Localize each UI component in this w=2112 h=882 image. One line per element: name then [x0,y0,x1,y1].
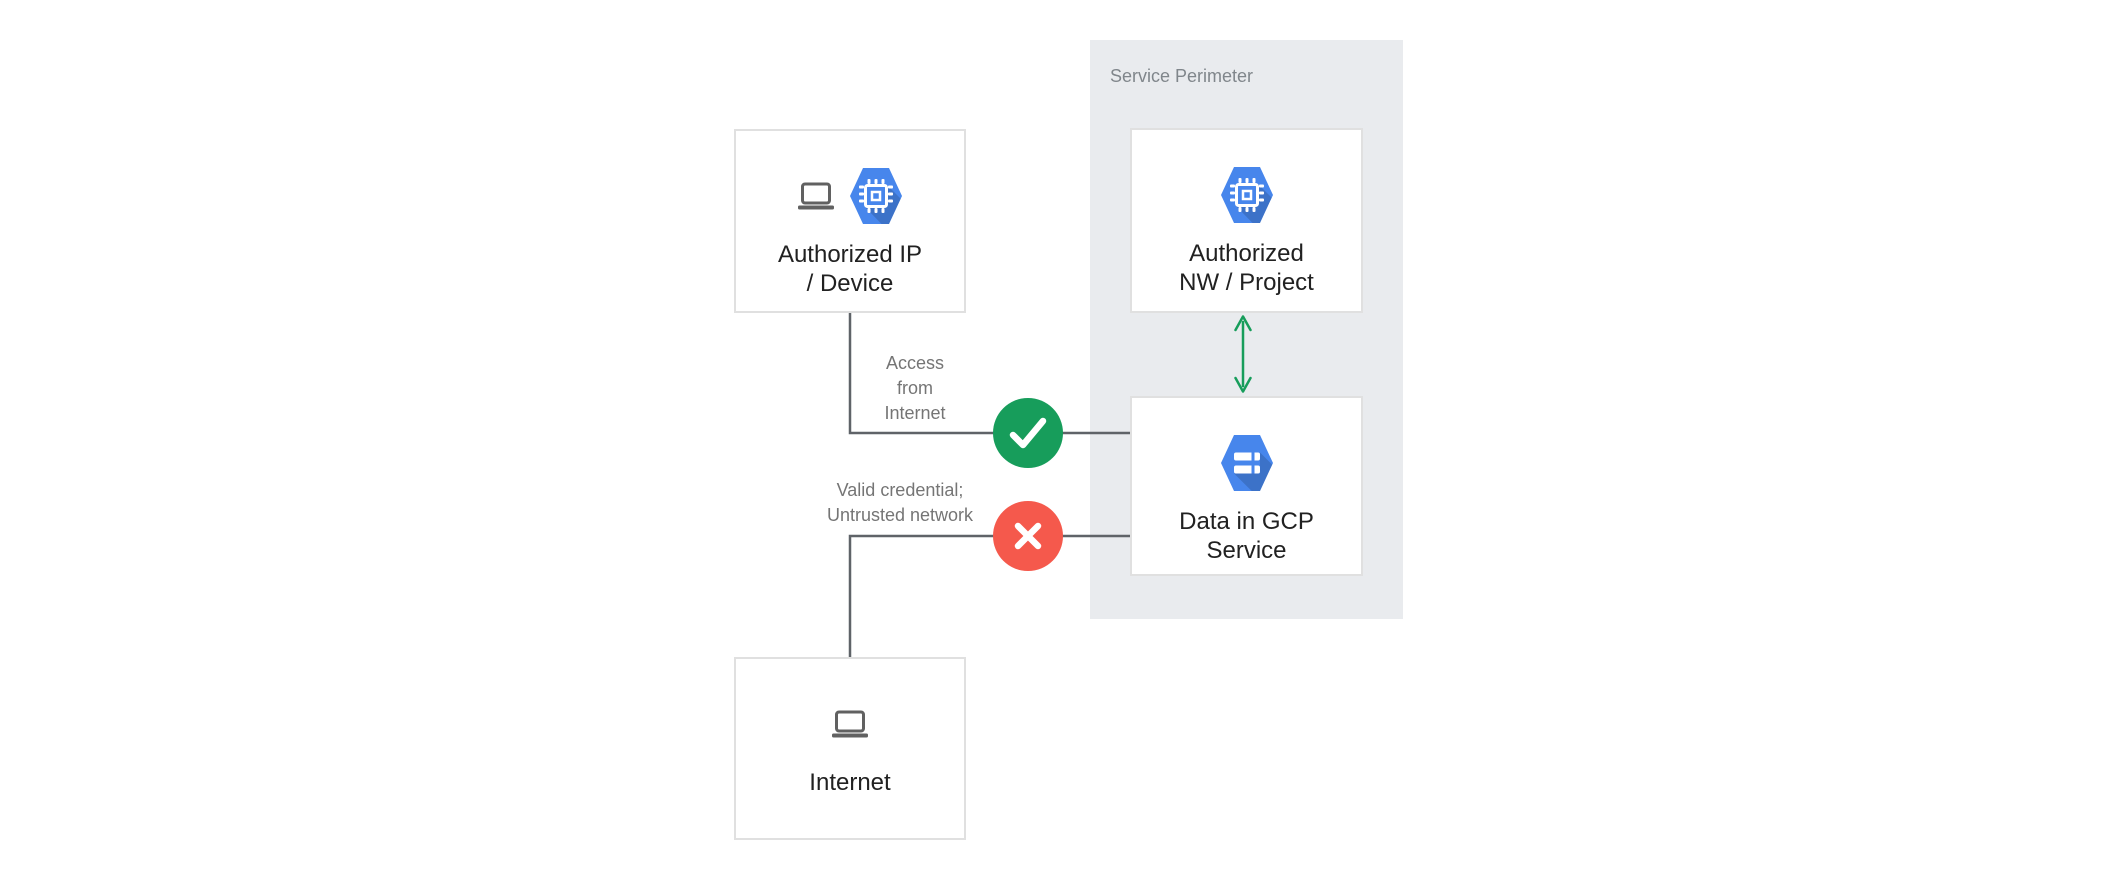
laptop-icon [832,710,868,738]
node-internet: Internet [734,657,966,840]
node-icons [798,168,902,224]
node-icons [832,696,868,752]
cloud-storage-hexagon-icon [1220,435,1273,491]
node-label: Authorized IP / Device [777,241,923,297]
laptop-icon [798,182,834,210]
edge-label-access-from-internet: Access from Internet [884,353,946,423]
node-label: Authorized NW / Project [1179,240,1314,296]
service-perimeter-label: Service Perimeter [1110,66,1254,86]
connector-internet-blocked [848,534,1130,657]
check-icon [1009,417,1047,449]
node-authorized-nw-project: Authorized NW / Project [1130,128,1363,313]
compute-engine-hexagon-icon [1220,167,1273,223]
node-label: Data in GCP Service [1179,508,1314,564]
x-icon [1014,522,1042,550]
node-data-in-gcp-service: Data in GCP Service [1130,396,1363,576]
node-icons [1220,435,1273,491]
node-authorized-ip-device: Authorized IP / Device [734,129,966,313]
node-label: Internet [809,769,891,796]
node-icons [1220,167,1273,223]
compute-engine-hexagon-icon [850,168,902,224]
edge-label-valid-credential-untrusted-network: Valid credential; Untrusted network [826,480,974,525]
blocked-status-badge [993,501,1063,571]
allowed-status-badge [993,398,1063,468]
